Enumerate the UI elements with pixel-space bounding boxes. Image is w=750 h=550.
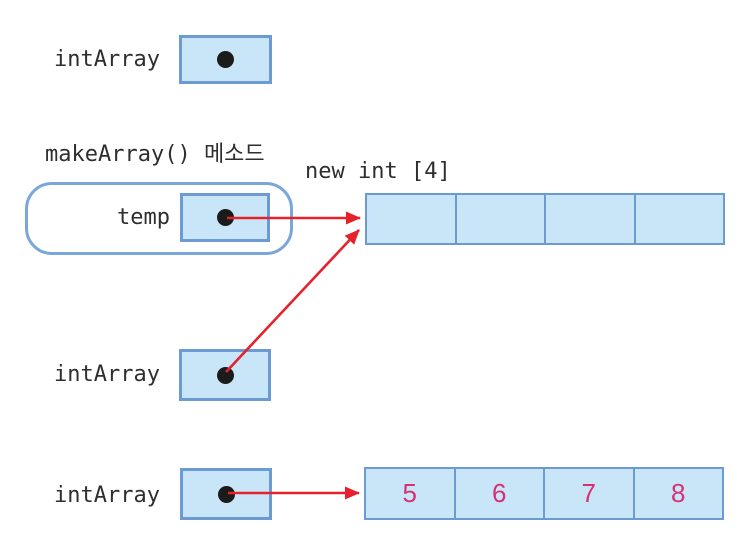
array-cell	[367, 195, 457, 243]
intarray-ref-box-top	[179, 35, 272, 84]
array-cell-value: 7	[545, 469, 635, 518]
pointer-dot-mid	[216, 366, 234, 384]
pointer-dot-top	[217, 51, 234, 68]
temp-label: temp	[117, 205, 170, 230]
pointer-dot-temp	[216, 209, 234, 226]
array-cell-value: 6	[456, 469, 545, 518]
new-int-array	[365, 193, 725, 245]
array-cell-value: 5	[366, 469, 456, 518]
intarray-label-mid: intArray	[54, 362, 160, 387]
intarray-ref-box-mid	[179, 349, 271, 401]
value-array: 5 6 7 8	[364, 467, 724, 520]
array-cell	[636, 195, 724, 243]
array-cell	[457, 195, 546, 243]
intarray-label-bottom: intArray	[54, 483, 160, 508]
method-frame-title: makeArray() 메소드	[45, 142, 265, 167]
new-array-caption: new int [4]	[305, 159, 451, 184]
array-cell-value: 8	[671, 478, 686, 508]
pointer-dot-bottom	[217, 485, 235, 503]
intarray-ref-box-bottom	[180, 468, 272, 520]
array-cell	[546, 195, 636, 243]
temp-ref-box	[180, 193, 270, 242]
intarray-label-top: intArray	[54, 47, 160, 72]
